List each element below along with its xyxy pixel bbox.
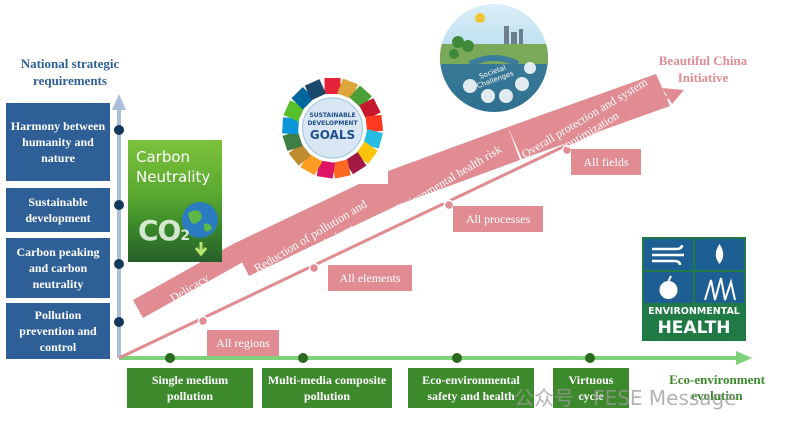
water-tile [695,239,744,270]
step-dot [197,315,209,327]
environmental-health-image: ENVIRONMENTAL HEALTH [642,237,746,341]
sdg-line2: DEVELOPMENT [307,120,358,127]
stage-box-2: Multi-media composite pollution [262,368,392,408]
beautiful-china-label: Beautiful China Initiative [658,53,748,85]
sdg-line1: SUSTAINABLE [309,112,356,119]
x-axis-dot [452,353,462,363]
sdg-image: SUSTAINABLE DEVELOPMENT GOALS [277,72,388,184]
env-health-line1: ENVIRONMENTAL [648,306,740,317]
y-axis-dot [114,200,124,210]
x-axis-title: Eco-environment evolution [669,372,765,403]
x-axis-dot [298,353,308,363]
globe-icon [182,202,218,238]
food-tile [644,272,693,303]
carbon-title-line2: Neutrality [136,168,211,186]
diagonal-arrow-line [118,95,669,360]
carbon-title-line1: Carbon [136,148,191,166]
requirement-box-1: Harmony between humanity and nature [6,103,110,181]
water-drop-icon [715,244,724,264]
watermark: 公众号 · FESE Message [514,386,737,410]
scope-all-fields: All fields [571,149,641,175]
step-2-shape [233,174,396,276]
step-dot [308,262,320,274]
scope-all-processes: All processes [453,206,543,232]
requirement-box-4: Pollution prevention and control [6,303,110,359]
scope-all-elements: All elements [328,265,412,291]
y-axis-arrowhead [112,94,126,110]
stage-box-4: Virtuous cycle [553,368,629,408]
stage-box-1: Single medium pollution [127,368,253,408]
stage-box-3: Eco-environmental safety and health [408,368,534,408]
down-arrow-icon [194,242,208,257]
requirement-box-3: Carbon peaking and carbon neutrality [6,238,110,298]
societal-challenges-image: Societal Challenges [440,4,548,112]
x-axis-arrowhead [736,351,752,365]
step-4-shape [508,74,670,159]
co2-text: CO2 [138,214,190,247]
y-axis-dot [114,125,124,135]
staircase-steps [133,74,670,318]
grass-tile [695,272,744,303]
grass-icon [704,277,736,301]
step-dot [443,199,455,211]
requirement-box-2: Sustainable development [6,188,110,232]
env-health-line2: HEALTH [657,318,731,338]
y-axis-title: National strategic requirements [20,56,120,88]
co2-label: CO [138,214,181,247]
x-axis-dot [165,353,175,363]
landscape-icon [440,13,548,103]
sdg-line3: GOALS [309,128,356,142]
y-axis-dot [114,317,124,327]
x-axis-dot [585,353,595,363]
co2-subscript: 2 [180,228,190,244]
apple-icon [659,275,678,299]
carbon-neutrality-image: Carbon Neutrality CO2 [128,140,222,262]
wind-icon [652,244,684,266]
sdg-wheel-icon [282,78,384,179]
y-axis-dot [114,259,124,269]
scope-all-regions: All regions [207,330,279,356]
step-3-shape [380,127,520,207]
wind-tile [644,239,693,270]
diagonal-arrowhead [662,88,684,104]
step-1-shape [133,244,243,318]
